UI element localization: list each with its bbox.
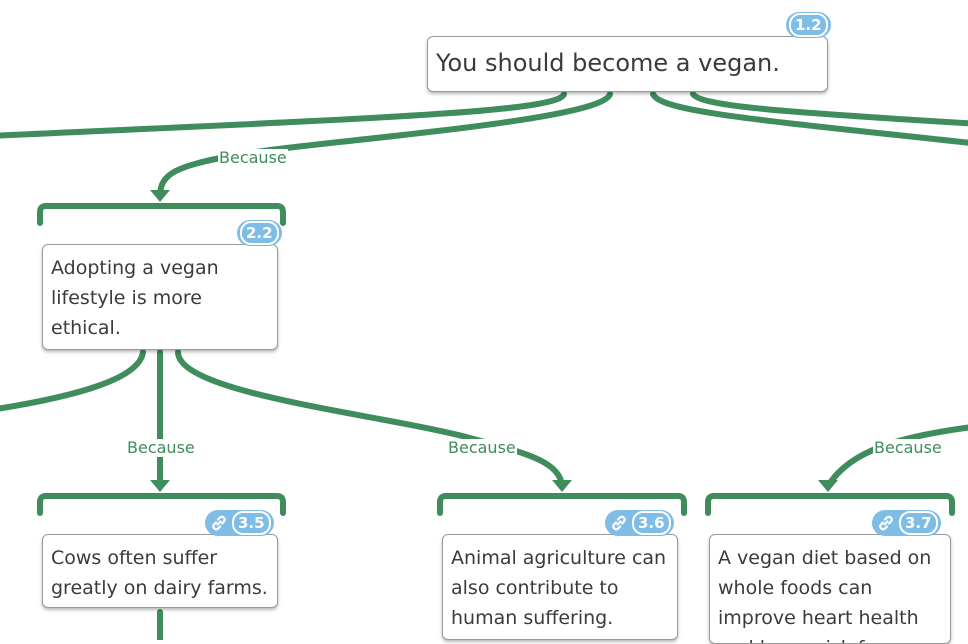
connector-root-to-2-2 — [157, 91, 613, 199]
arrowhead-3-7 — [818, 480, 838, 492]
connector-root-far-left — [0, 91, 567, 139]
claim-text: Animal agriculture can also contribute t… — [451, 547, 667, 629]
connector-root-far-right — [690, 91, 968, 127]
claim-text: Cows often suffer greatly on dairy farms… — [51, 547, 268, 599]
claim-text: A vegan diet based on whole foods can im… — [718, 547, 932, 643]
connector-root-to-3-7 — [650, 91, 968, 146]
arrowhead-3-6 — [552, 480, 572, 492]
claim-card-3-6[interactable]: Animal agriculture can also contribute t… — [442, 534, 678, 640]
relation-label-3-6: Because — [447, 438, 517, 457]
claim-id: 3.7 — [899, 511, 938, 535]
claim-id-badge-3-7[interactable]: 3.7 — [872, 510, 941, 536]
claim-id-badge-3-6[interactable]: 3.6 — [605, 510, 674, 536]
claim-id: 3.5 — [232, 511, 271, 535]
connector-2-2-far-left — [0, 349, 146, 412]
relation-label-3-5: Because — [126, 438, 196, 457]
root-claim-card[interactable]: You should become a vegan. — [427, 36, 828, 92]
link-icon — [875, 512, 897, 534]
arrowhead-2-2 — [150, 190, 170, 202]
link-icon — [208, 512, 230, 534]
claim-card-3-7[interactable]: A vegan diet based on whole foods can im… — [709, 534, 951, 644]
claim-card-2-2[interactable]: Adopting a vegan lifestyle is more ethic… — [42, 244, 278, 350]
claim-id-badge-root[interactable]: 1.2 — [786, 12, 831, 38]
claim-card-3-5[interactable]: Cows often suffer greatly on dairy farms… — [42, 534, 278, 608]
relation-label-2-2: Because — [218, 148, 288, 167]
claim-id: 1.2 — [789, 13, 828, 37]
connector-2-2-to-3-6 — [175, 349, 565, 489]
claim-text: Adopting a vegan lifestyle is more ethic… — [51, 257, 219, 339]
relation-label-3-7: Because — [873, 438, 943, 457]
claim-id-badge-2-2[interactable]: 2.2 — [237, 220, 282, 246]
arrowhead-3-5 — [150, 480, 170, 492]
link-icon — [608, 512, 630, 534]
claim-id: 2.2 — [240, 221, 279, 245]
claim-id-badge-3-5[interactable]: 3.5 — [205, 510, 274, 536]
root-claim-text: You should become a vegan. — [436, 49, 780, 77]
claim-id: 3.6 — [632, 511, 671, 535]
